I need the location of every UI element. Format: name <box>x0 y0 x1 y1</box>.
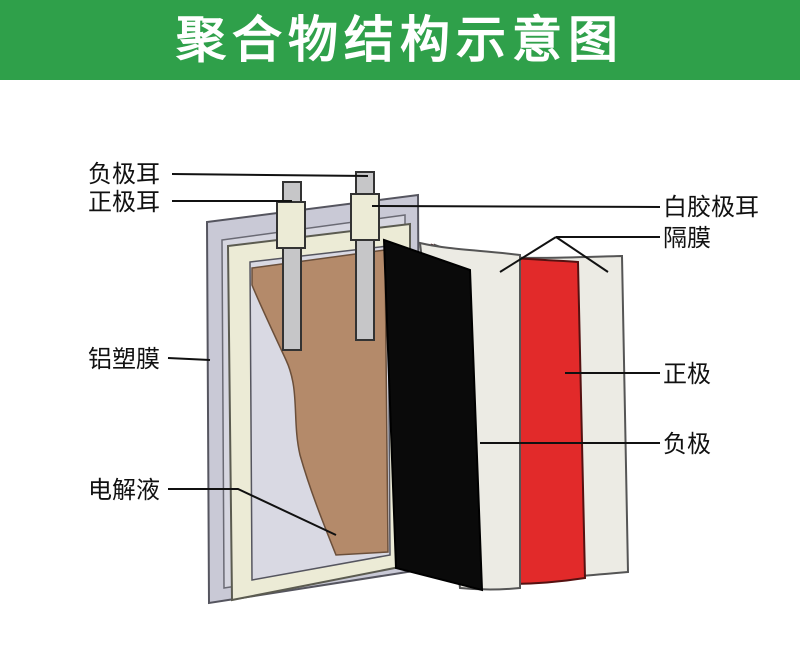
leader-aluminum-film <box>167 357 211 361</box>
title-banner <box>0 0 800 80</box>
battery-diagram: 负极耳 正极耳 白胶极耳 隔膜 铝塑膜 正极 负极 电解液 <box>88 160 759 605</box>
page-title: 聚合物结构示意图 <box>176 11 624 69</box>
negative-tab-sealant <box>350 193 380 241</box>
leader-negative-tab <box>171 173 369 177</box>
leader-separator-1 <box>499 236 557 273</box>
positive-tab-sealant <box>276 201 306 249</box>
label-positive-tab: 正极耳 <box>88 188 160 216</box>
label-negative-tab: 负极耳 <box>88 160 160 188</box>
label-negative: 负极 <box>663 430 711 458</box>
label-separator: 隔膜 <box>663 224 711 252</box>
leader-electrolyte <box>168 488 337 536</box>
label-tab-sealant: 白胶极耳 <box>663 193 759 221</box>
negative-sheet <box>382 238 484 592</box>
leader-separator-2 <box>555 236 609 273</box>
label-positive: 正极 <box>663 360 711 388</box>
label-electrolyte: 电解液 <box>88 476 160 504</box>
leader-tab-sealant <box>371 205 661 208</box>
label-aluminum-film: 铝塑膜 <box>88 345 160 373</box>
